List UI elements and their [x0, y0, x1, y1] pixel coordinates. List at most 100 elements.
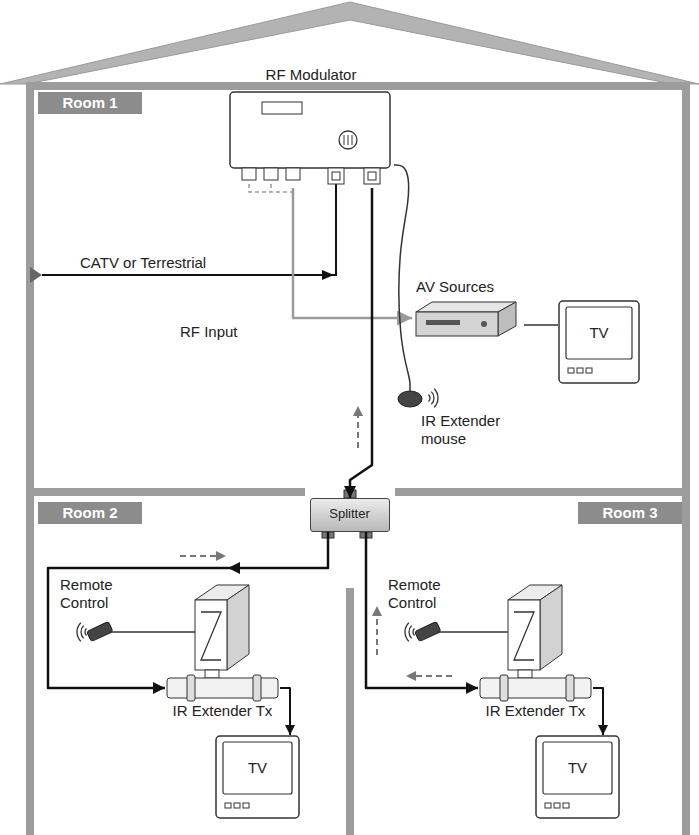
room: Room 1RF ModulatorAV SourcesTVIR Extende… [38, 88, 682, 486]
node-label: Remote Control [388, 576, 460, 612]
signal-arrow [280, 688, 290, 735]
modulator-housing [230, 92, 390, 168]
pipe-flange [566, 675, 574, 701]
tv-screen [566, 307, 632, 359]
tv-set-icon [535, 735, 620, 819]
knob-grip [352, 135, 353, 145]
knob-grip [348, 135, 349, 145]
display-window [262, 102, 302, 114]
tv-cabinet [559, 301, 639, 383]
tv-screen [543, 742, 612, 794]
control-knob [339, 131, 357, 149]
remote-cable [438, 631, 460, 633]
rf-modulator-icon [228, 66, 394, 188]
input-port [264, 168, 278, 180]
rf-port [364, 168, 380, 184]
rf-modulator: RF Modulator [228, 66, 394, 188]
node-label: TV [543, 759, 612, 777]
tx-side [227, 585, 249, 670]
splitter: Splitter [310, 498, 390, 532]
ir-return-arrow [357, 414, 359, 448]
ir-mouse [398, 391, 422, 407]
ir-extender-mouse: IR Extender mouse [385, 385, 510, 450]
input-port [286, 168, 300, 180]
ir-wave [434, 389, 438, 407]
tx-mark [514, 612, 534, 660]
roof [0, 2, 699, 84]
remote-body [415, 621, 441, 641]
device-front [416, 312, 498, 336]
arrowhead [216, 551, 226, 561]
cable [524, 324, 558, 326]
tx-side [540, 585, 562, 670]
pipe-flange [187, 675, 195, 701]
ir-extender-tx-icon [165, 582, 280, 722]
port-bracket [249, 184, 293, 192]
node-label: TV [566, 324, 632, 342]
ir-wave [81, 626, 84, 639]
node-label: AV Sources [416, 278, 524, 296]
rf-port-core [368, 172, 376, 180]
ir-return-heads [216, 406, 416, 681]
remote-cable [110, 631, 132, 633]
tv-button [568, 368, 574, 373]
inner-wall [346, 588, 354, 835]
signal-label: RF Input [180, 323, 238, 341]
cable [460, 631, 478, 633]
node-label: TV [223, 759, 292, 777]
node-label: RF Modulator [228, 66, 394, 84]
tx-wire [478, 631, 508, 633]
cable [132, 631, 165, 633]
av-source: AV Sources [412, 278, 524, 340]
tx-neck [518, 670, 532, 678]
ir-wave [429, 394, 430, 401]
rf-port-core [332, 172, 340, 180]
inner-wall [395, 488, 686, 496]
ir-wave [85, 628, 86, 635]
node-label: Remote Control [60, 576, 132, 612]
outer-wall [30, 86, 686, 835]
node-label: IR Extender Tx [165, 702, 280, 720]
ir-return-arrows [180, 414, 452, 676]
remote-control: Remote Control [60, 576, 132, 650]
ir-return-arrow [376, 614, 378, 655]
arrowhead [406, 671, 416, 681]
remote-body [87, 621, 113, 641]
arrowhead [372, 606, 382, 616]
arrowhead [353, 406, 363, 416]
knob-grip [344, 135, 345, 145]
tv-button [554, 803, 560, 808]
arrowhead [322, 270, 334, 280]
signal-arrow [48, 532, 328, 688]
pipe-flange [253, 675, 261, 701]
cable [394, 165, 410, 385]
remote-control: Remote Control [388, 576, 460, 650]
signal-arrow [350, 188, 372, 498]
ir-extender-tx: IR Extender Tx [165, 582, 280, 722]
device-slot [426, 320, 460, 325]
signal-arrow [293, 188, 412, 318]
pipe-flange [500, 675, 508, 701]
tv-set: TV [215, 735, 300, 819]
tv-screen [223, 742, 292, 794]
tv-button [234, 803, 240, 808]
signal-label: CATV or Terrestrial [80, 254, 206, 272]
node-label: IR Extender Tx [478, 702, 593, 720]
ir-wave [409, 626, 412, 639]
tv-button [243, 803, 249, 808]
ir-wave [431, 392, 434, 405]
tx-front [195, 600, 227, 670]
node-label: Splitter [311, 505, 388, 523]
tv-cabinet [216, 736, 299, 818]
device-button [481, 321, 487, 327]
node-label: IR Extender mouse [421, 412, 509, 448]
ir-extender-tx: IR Extender Tx [478, 582, 593, 722]
device-side [498, 302, 516, 336]
tx-mark [201, 612, 221, 660]
tv-cabinet [536, 736, 619, 818]
signal-arrow [366, 532, 478, 688]
tx-neck [205, 670, 219, 678]
ir-wave [405, 623, 409, 641]
room: Room 3Remote ControlIR Extender TxTV [356, 498, 682, 830]
